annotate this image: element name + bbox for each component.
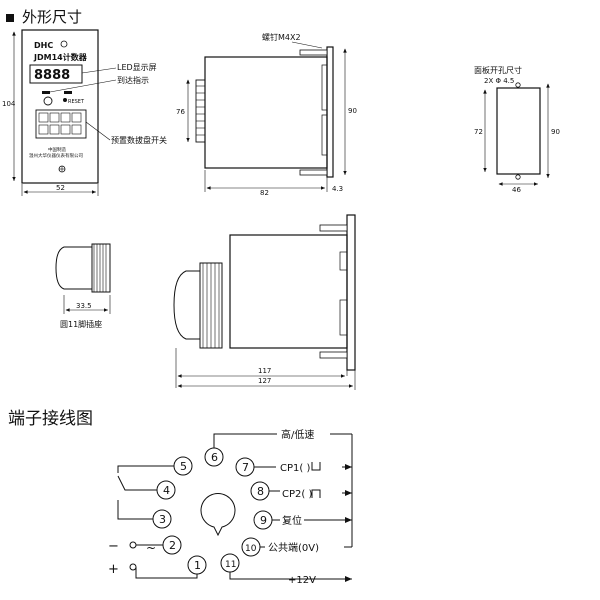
bullet-icon bbox=[6, 13, 14, 22]
dim-76: 76 bbox=[176, 108, 185, 116]
svg-text:11: 11 bbox=[225, 560, 236, 570]
label-pin7: CP1( ) bbox=[280, 463, 310, 474]
svg-text:2: 2 bbox=[169, 539, 176, 552]
panel-cutout: 面板开孔尺寸 2X Φ 4.5 72 90 46 bbox=[474, 65, 560, 194]
socket-caption: 圆11脚插座 bbox=[60, 319, 102, 329]
socket-key-icon bbox=[200, 493, 236, 537]
thumbwheel-switch bbox=[35, 109, 87, 139]
svg-text:4: 4 bbox=[163, 484, 170, 497]
ac-sign: ~ bbox=[146, 541, 156, 555]
side-bezel bbox=[326, 46, 334, 178]
front-view: DHC JDM14计数器 8888 RESET 中国制造 温州大华仪器仪表有限公… bbox=[2, 29, 99, 196]
power-indicator-icon bbox=[60, 40, 68, 48]
reset-button-icon bbox=[63, 98, 67, 102]
footer-line1: 中国制造 bbox=[48, 146, 66, 153]
side-body bbox=[204, 56, 328, 169]
assembled-bezel bbox=[346, 214, 356, 371]
pin-numbers: 1 2 3 4 5 6 7 8 9 10 11 bbox=[159, 451, 267, 572]
svg-text:10: 10 bbox=[245, 544, 257, 554]
label-pin8: CP2( ) bbox=[282, 489, 312, 500]
dim-height: 104 bbox=[2, 100, 16, 108]
screw-bottom bbox=[299, 169, 328, 176]
screw-label: 螺钉M4X2 bbox=[262, 32, 301, 42]
dim-72: 72 bbox=[474, 128, 483, 136]
assembled-view: 117 127 bbox=[173, 214, 356, 390]
cutout-holes: 2X Φ 4.5 bbox=[484, 77, 514, 85]
dim-width: 52 bbox=[56, 184, 65, 192]
side-view: 螺钉M4X2 82 4.3 76 90 bbox=[176, 32, 357, 197]
dim-46: 46 bbox=[512, 186, 521, 194]
arrive-callout: 到达指示 bbox=[117, 75, 149, 85]
dim-90-side: 90 bbox=[348, 107, 357, 115]
led-callout: LED显示屏 bbox=[117, 63, 157, 72]
svg-text:3: 3 bbox=[159, 513, 166, 526]
side-pins bbox=[195, 79, 206, 143]
label-pin6: 高/低速 bbox=[281, 428, 314, 441]
dim-82: 82 bbox=[260, 189, 269, 197]
dimensions-title: 外形尺寸 bbox=[22, 8, 83, 26]
dim-127: 127 bbox=[258, 377, 271, 385]
hole-top-icon bbox=[515, 82, 521, 88]
hole-bottom-icon bbox=[515, 174, 521, 180]
led-digits: 8888 bbox=[34, 68, 70, 83]
footer-line2: 温州大华仪器仪表有限公司 bbox=[29, 152, 83, 159]
wiring-diagram bbox=[117, 433, 353, 582]
plus-sign: + bbox=[108, 562, 119, 577]
led-display bbox=[29, 64, 83, 84]
cutout-rect bbox=[496, 87, 541, 175]
knob-icon bbox=[43, 96, 53, 106]
svg-text:9: 9 bbox=[260, 514, 267, 527]
reset-label: RESET bbox=[68, 99, 85, 105]
preset-callout: 预置数拔盘开关 bbox=[111, 135, 167, 145]
thumbwheel-digits bbox=[38, 112, 82, 135]
label-pin11: +12V bbox=[288, 575, 316, 586]
reset-indicator-icon bbox=[64, 91, 72, 94]
dim-90-cutout: 90 bbox=[551, 128, 560, 136]
socket-dim: 33.5 bbox=[76, 302, 92, 310]
brand-label: DHC bbox=[34, 41, 53, 50]
socket-view: 33.5 圆11脚插座 bbox=[55, 243, 111, 329]
assembled-body bbox=[229, 234, 348, 349]
front-callouts: LED显示屏 到达指示 预置数拔盘开关 bbox=[49, 63, 167, 145]
label-pin10: 公共端(0V) bbox=[268, 541, 319, 554]
dim-117: 117 bbox=[258, 367, 271, 375]
svg-text:5: 5 bbox=[180, 460, 187, 473]
arrive-indicator-icon bbox=[42, 91, 50, 94]
svg-text:1: 1 bbox=[194, 559, 201, 572]
wiring-heading: 端子接线图 bbox=[8, 409, 93, 429]
label-pin9: 复位 bbox=[282, 514, 302, 527]
socket-collar bbox=[91, 243, 111, 293]
dim-43: 4.3 bbox=[332, 185, 343, 193]
front-panel-outline bbox=[21, 29, 99, 184]
svg-text:8: 8 bbox=[257, 485, 264, 498]
terminal-labels: 高/低速 CP1( ) CP2( ) 复位 公共端(0V) +12V − + ~ bbox=[108, 428, 319, 586]
minus-sign: − bbox=[108, 539, 119, 554]
cutout-title: 面板开孔尺寸 bbox=[474, 65, 522, 75]
model-label: JDM14计数器 bbox=[33, 52, 88, 62]
screw-top bbox=[299, 49, 328, 56]
svg-text:7: 7 bbox=[242, 461, 249, 474]
dimensions-heading: 外形尺寸 bbox=[6, 6, 82, 27]
svg-text:6: 6 bbox=[211, 451, 218, 464]
